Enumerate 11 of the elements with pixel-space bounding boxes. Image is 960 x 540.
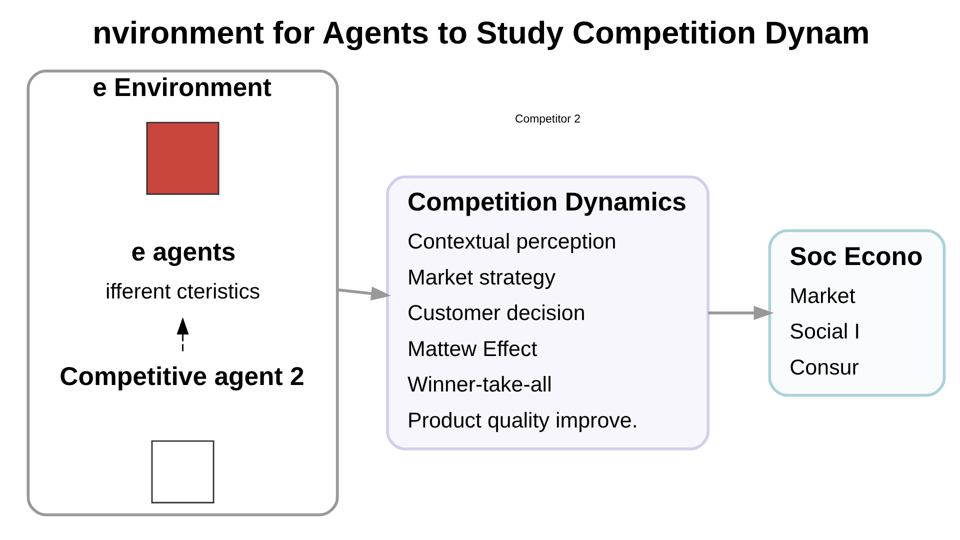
node-box: Competition Dynamics Contextual perception Market strategy Customer decision Mattew Effect Winner-take-all Product quality improve. — [386, 176, 710, 450]
diagram-title: nvironment for Agents to Study Competition Dynam — [92, 14, 870, 50]
node-box — [146, 122, 219, 195]
node-box — [150, 440, 214, 504]
arrow — [336, 286, 391, 301]
node-box: Soc Econo Market Social I Consur — [768, 229, 946, 397]
node-text: Competitive agent 2 — [59, 363, 304, 392]
arrow — [708, 306, 774, 320]
label: Competitor 2 — [514, 113, 580, 126]
arrow — [176, 317, 188, 352]
node-text: e agents ifferent cteristics — [104, 238, 260, 304]
